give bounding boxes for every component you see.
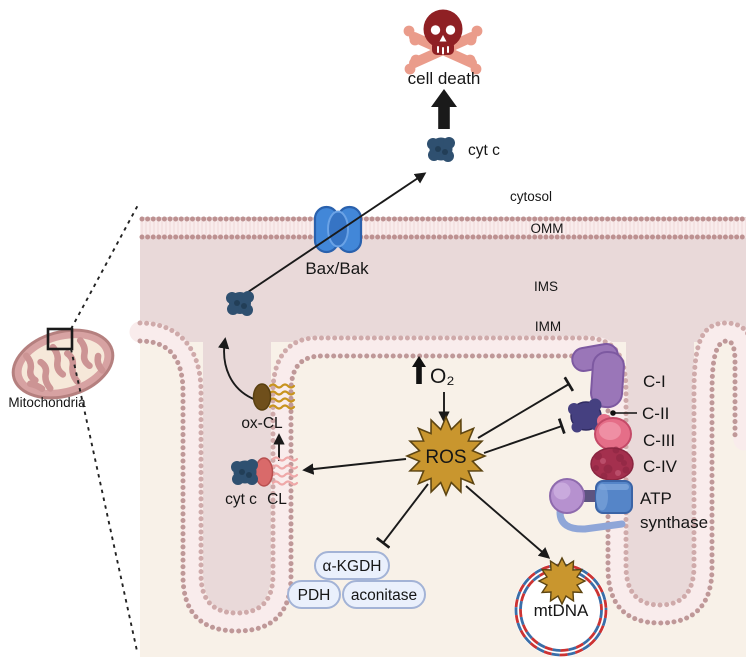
ox-cl-tails — [268, 383, 296, 410]
skull-nose — [439, 35, 447, 42]
ims-label: IMS — [534, 279, 558, 294]
ros-hub: O₂ ROS — [302, 356, 575, 559]
complex-1: C-I — [571, 342, 666, 409]
ros-label: ROS — [425, 447, 466, 468]
mtdna-interior — [514, 563, 608, 657]
zoom-guide-line-bottom — [70, 348, 138, 652]
akgdh-label: α-KGDH — [323, 558, 382, 575]
cyt-c-bound-label: cyt c — [225, 491, 257, 508]
mtdna-label: mtDNA — [534, 601, 589, 620]
c2-label: C-II — [642, 404, 669, 423]
ros-to-mtdna-arrow — [465, 485, 551, 559]
complex-2: C-II — [568, 398, 669, 433]
aconitase-pill: aconitase — [342, 580, 426, 609]
outer-mitochondrial-membrane — [139, 216, 746, 240]
ros-inhibits-c2 — [483, 418, 566, 454]
mtdna-damage-star — [537, 556, 587, 606]
cell-death-arrow — [431, 89, 457, 129]
bone-knobs — [403, 25, 483, 75]
cell-death-group: cell death — [403, 9, 483, 88]
cytc-detach-curved-arrow — [218, 337, 257, 401]
membrane-region-labels: cytosol OMM IMS IMM — [510, 189, 564, 334]
cl-label: CL — [267, 491, 287, 508]
cytosol-label: cytosol — [510, 189, 552, 204]
aconitase-label: aconitase — [351, 587, 417, 604]
up-arrow-icon — [412, 356, 426, 384]
c4-label: C-IV — [643, 457, 678, 476]
cl-head — [254, 457, 274, 487]
imm-label: IMM — [535, 319, 561, 334]
ox-cl-lipid: ox-CL — [241, 383, 296, 432]
skull-eye-left — [430, 25, 441, 35]
mtdna-group: mtDNA — [514, 556, 608, 657]
c1-label: C-I — [643, 372, 666, 391]
mitochondria-label: Mitochondria — [8, 395, 86, 410]
ros-inhibits-c1 — [477, 376, 575, 439]
crista-lumen-right — [626, 336, 694, 605]
cardiolipin-group: ox-CL cyt c CL — [225, 383, 299, 508]
cyt-c-cytosol — [427, 137, 455, 162]
electron-transport-chain: C-I C-II C-III C-IV — [549, 342, 708, 533]
cell-death-label: cell death — [408, 69, 481, 88]
pdh-label: PDH — [298, 587, 331, 604]
atp-synthase: ATP synthase — [549, 478, 708, 533]
complex-3: C-III — [594, 414, 675, 451]
bax-bak-channel: Bax/Bak — [305, 205, 369, 278]
omm-label: OMM — [531, 221, 564, 236]
akgdh-pill: α-KGDH — [314, 551, 390, 580]
cyt-c-cytosol-label: cyt c — [468, 142, 500, 159]
atp-stalk — [556, 508, 626, 533]
cl-tails — [271, 456, 299, 486]
oxygen-increase: O₂ — [412, 356, 455, 388]
ros-star — [404, 414, 488, 498]
atp-synthase-label-1: ATP — [640, 489, 672, 508]
cytochrome-c-release-pathway: cyt c — [218, 89, 500, 401]
cytc-release-arrow — [247, 172, 427, 293]
magnified-membrane-panel — [140, 217, 746, 657]
cyt-c-ims — [226, 291, 254, 316]
pdh-pill: PDH — [287, 580, 341, 609]
skull — [423, 9, 463, 55]
atp-neck — [582, 490, 598, 502]
skull-teeth — [437, 46, 449, 55]
c3-label: C-III — [643, 431, 675, 450]
baxbak-pore — [327, 210, 349, 248]
complex-4: C-IV — [590, 446, 678, 481]
zoom-box — [46, 327, 74, 351]
o2-label: O₂ — [430, 365, 455, 388]
omm-tails — [140, 218, 746, 238]
matrix-enzymes: α-KGDH PDH aconitase — [287, 551, 426, 609]
skull-eye-right — [445, 25, 456, 35]
ox-cl-label: ox-CL — [241, 415, 283, 432]
mito-cristae — [23, 337, 106, 392]
ros-to-cl-arrow — [302, 458, 407, 475]
zoom-guide-line-top — [70, 204, 139, 330]
cyt-c-bound — [231, 459, 258, 485]
ox-cl-head — [252, 383, 272, 411]
bax-bak-label: Bax/Bak — [305, 259, 369, 278]
skull-crossbones-icon — [403, 9, 483, 75]
ros-inhibits-akgdh — [375, 483, 429, 549]
atp-synthase-label-2: synthase — [640, 513, 708, 532]
mitochondria-illustration: Mitochondria — [8, 204, 139, 652]
